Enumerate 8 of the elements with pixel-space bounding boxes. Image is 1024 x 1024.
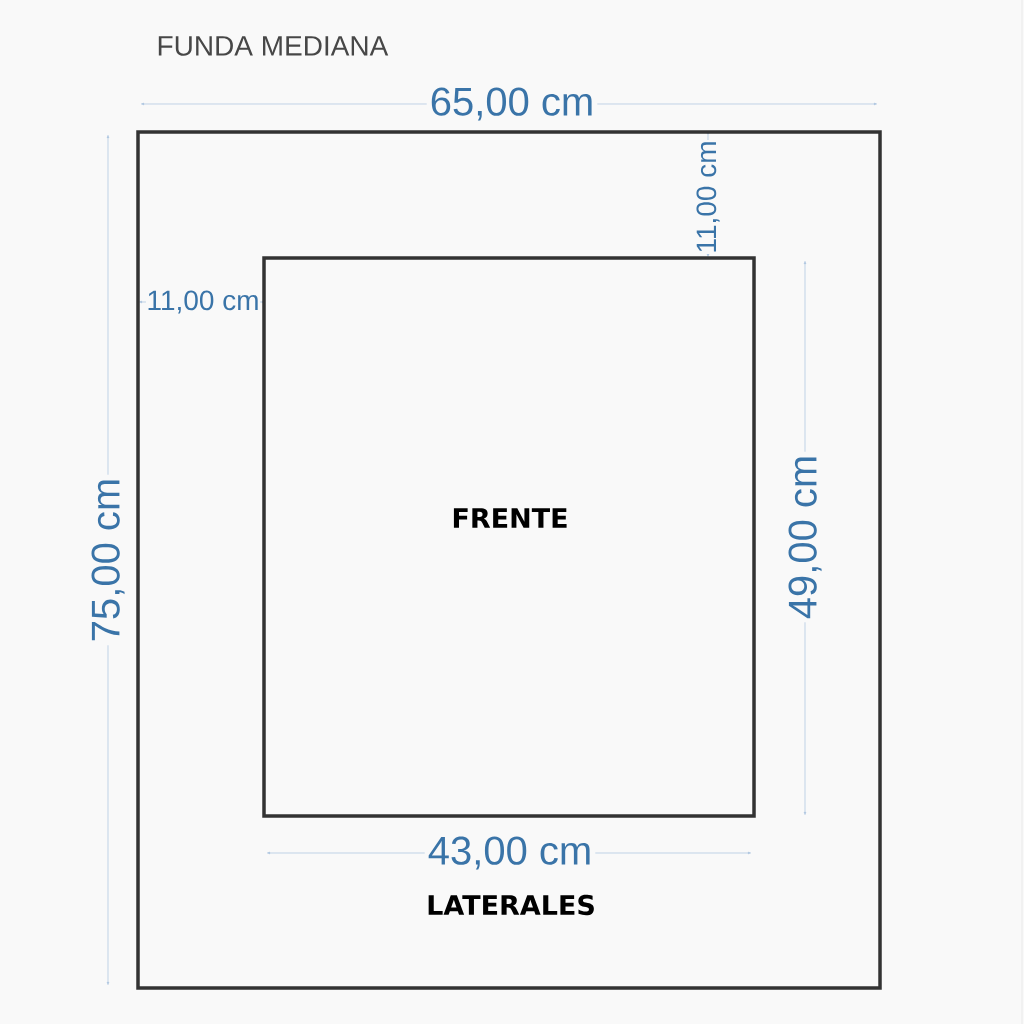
inner-panel: FRENTE: [262, 256, 756, 818]
dimension-label: 75,00 cm: [88, 474, 128, 646]
dimension-label: 49,00 cm: [785, 451, 825, 623]
dimension-label: 11,00 cm: [145, 289, 261, 315]
title: FUNDA MEDIANA: [158, 36, 389, 56]
dimension-label: 65,00 cm: [426, 84, 598, 124]
dimension-label: 11,00 cm: [695, 139, 721, 255]
dimension-label: 43,00 cm: [424, 833, 596, 873]
